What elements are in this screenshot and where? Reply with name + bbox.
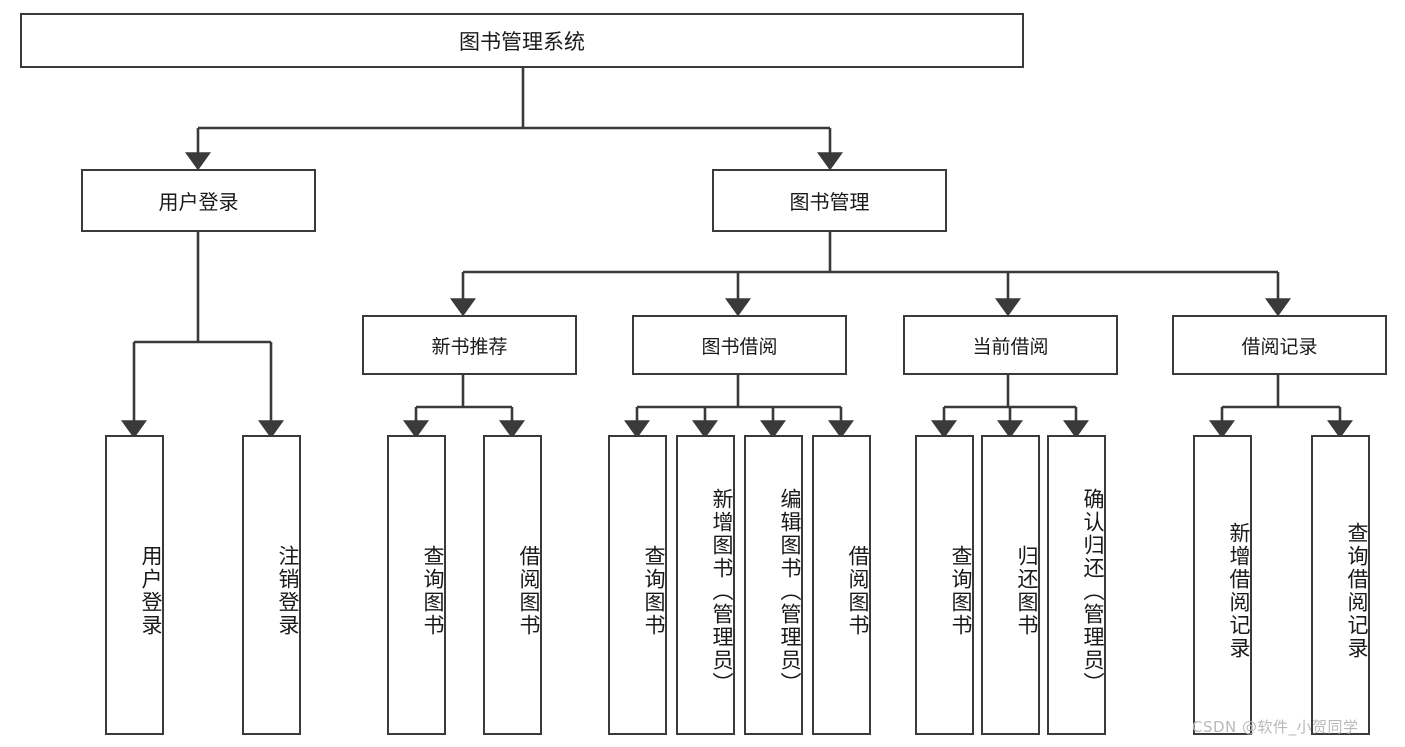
leaf-new-book-recommend-0[interactable]: 查询图书 bbox=[387, 435, 446, 735]
node-book-borrow-label: 图书借阅 bbox=[701, 335, 778, 358]
node-root[interactable]: 图书管理系统 bbox=[20, 13, 1024, 68]
node-new-book-recommend[interactable]: 新书推荐 bbox=[362, 315, 577, 375]
node-current-borrow-label: 当前借阅 bbox=[972, 335, 1049, 358]
leaf-book-borrow-2-label: 编辑图书（管理员） bbox=[778, 487, 802, 695]
leaf-book-borrow-1-label: 新增图书（管理员） bbox=[710, 487, 734, 695]
leaf-user-login-1[interactable]: 注销登录 bbox=[242, 435, 301, 735]
leaf-current-borrow-1-label: 归还图书 bbox=[1015, 545, 1039, 637]
node-user-login-label: 用户登录 bbox=[158, 190, 239, 214]
node-book-management-label: 图书管理 bbox=[789, 190, 870, 214]
leaf-current-borrow-1[interactable]: 归还图书 bbox=[981, 435, 1040, 735]
leaf-current-borrow-0-label: 查询图书 bbox=[949, 545, 973, 637]
leaf-new-book-recommend-1-label: 借阅图书 bbox=[517, 545, 541, 637]
node-root-label: 图书管理系统 bbox=[459, 29, 585, 54]
leaf-book-borrow-0-label: 查询图书 bbox=[642, 545, 666, 637]
node-new-book-recommend-label: 新书推荐 bbox=[431, 335, 508, 358]
leaf-book-borrow-0[interactable]: 查询图书 bbox=[608, 435, 667, 735]
leaf-book-borrow-3-label: 借阅图书 bbox=[846, 545, 870, 637]
node-current-borrow[interactable]: 当前借阅 bbox=[903, 315, 1118, 375]
leaf-current-borrow-0[interactable]: 查询图书 bbox=[915, 435, 974, 735]
leaf-borrow-record-1-label: 查询借阅记录 bbox=[1345, 522, 1369, 660]
leaf-user-login-1-label: 注销登录 bbox=[276, 545, 300, 637]
watermark: CSDN @软件_小贺同学 bbox=[1192, 718, 1359, 736]
leaf-book-borrow-1[interactable]: 新增图书（管理员） bbox=[676, 435, 735, 735]
node-borrow-record[interactable]: 借阅记录 bbox=[1172, 315, 1387, 375]
leaf-new-book-recommend-0-label: 查询图书 bbox=[421, 545, 445, 637]
leaf-new-book-recommend-1[interactable]: 借阅图书 bbox=[483, 435, 542, 735]
leaf-borrow-record-0[interactable]: 新增借阅记录 bbox=[1193, 435, 1252, 735]
leaf-current-borrow-2-label: 确认归还（管理员） bbox=[1081, 487, 1105, 695]
leaf-book-borrow-3[interactable]: 借阅图书 bbox=[812, 435, 871, 735]
leaf-current-borrow-2[interactable]: 确认归还（管理员） bbox=[1047, 435, 1106, 735]
leaf-borrow-record-0-label: 新增借阅记录 bbox=[1227, 522, 1251, 660]
node-borrow-record-label: 借阅记录 bbox=[1241, 335, 1318, 358]
leaf-book-borrow-2[interactable]: 编辑图书（管理员） bbox=[744, 435, 803, 735]
node-user-login[interactable]: 用户登录 bbox=[81, 169, 316, 232]
node-book-borrow[interactable]: 图书借阅 bbox=[632, 315, 847, 375]
leaf-borrow-record-1[interactable]: 查询借阅记录 bbox=[1311, 435, 1370, 735]
leaf-user-login-0-label: 用户登录 bbox=[139, 545, 163, 637]
leaf-user-login-0[interactable]: 用户登录 bbox=[105, 435, 164, 735]
node-book-management[interactable]: 图书管理 bbox=[712, 169, 947, 232]
